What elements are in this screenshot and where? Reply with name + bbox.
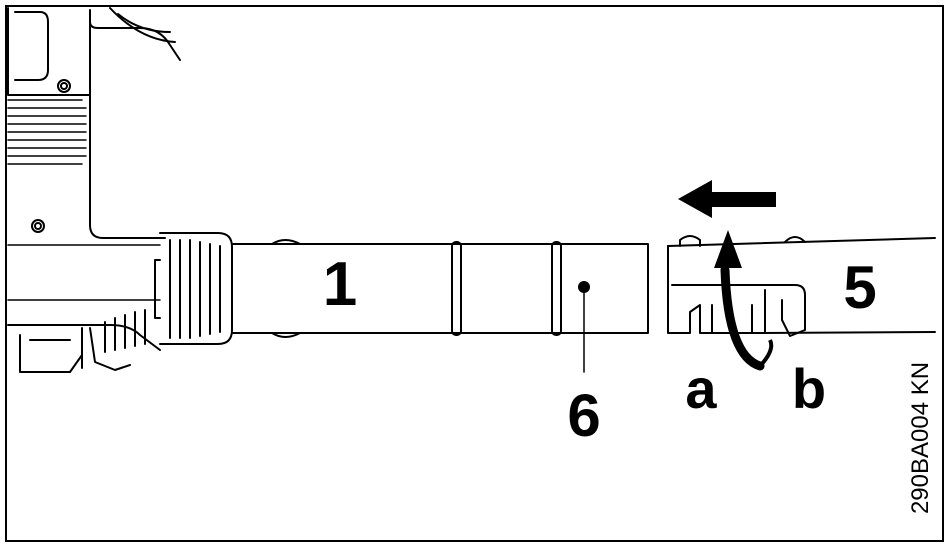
curved-arrow-up-icon — [714, 230, 774, 371]
marker-dot — [578, 281, 590, 293]
label-position-b: b — [792, 357, 826, 420]
blower-housing — [7, 7, 181, 301]
handle-assembly — [7, 309, 161, 373]
label-tube: 1 — [323, 250, 357, 319]
reference-code: 290BA004 KN — [907, 362, 934, 514]
clamp-collar — [154, 232, 233, 345]
label-marker: 6 — [567, 382, 600, 449]
label-nozzle: 5 — [843, 254, 876, 321]
blower-tube — [231, 239, 649, 338]
nozzle — [667, 235, 936, 337]
arrow-left-icon — [678, 180, 776, 218]
figure-frame — [5, 5, 944, 542]
label-position-a: a — [685, 357, 717, 420]
